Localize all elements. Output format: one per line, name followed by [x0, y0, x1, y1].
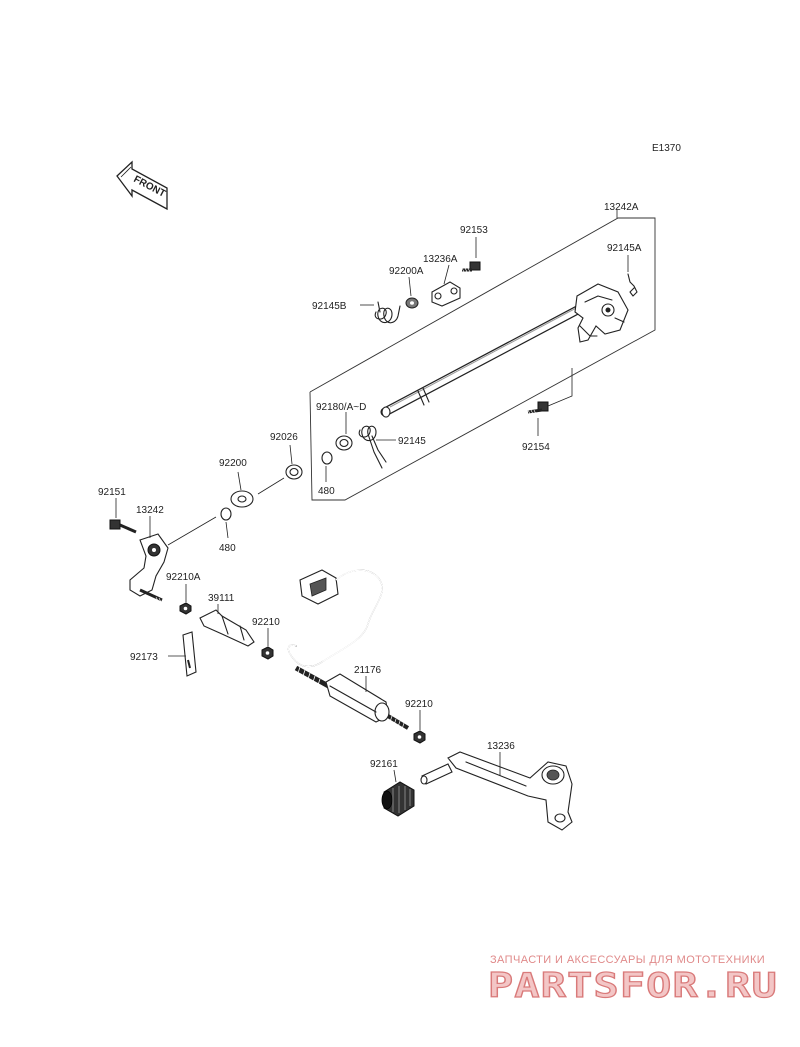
bolt-92154 [527, 401, 549, 415]
leader-92161 [393, 769, 397, 783]
label-92161: 92161 [370, 759, 398, 770]
band-92173 [182, 631, 197, 677]
label-92210A: 92210A [166, 572, 201, 583]
axis-line-lever [167, 516, 217, 546]
label-92145A: 92145A [607, 243, 642, 254]
label-92145B: 92145B [312, 301, 347, 312]
washer-92200 [230, 490, 254, 508]
label-92154: 92154 [522, 442, 550, 453]
label-92210-lower: 92210 [405, 699, 433, 710]
spring-92145 [358, 425, 387, 469]
label-13236: 13236 [487, 741, 515, 752]
washer-92026 [285, 464, 303, 480]
rubber-peg-92161 [381, 781, 415, 817]
reference-code: E1370 [652, 143, 681, 154]
leader-92200 [237, 471, 242, 491]
watermark-brand: PARTSFOR.RU [488, 966, 778, 1006]
label-92026: 92026 [270, 432, 298, 443]
leader-480-lower [225, 521, 229, 539]
shift-pedal-13236 [420, 751, 573, 831]
leader-13236A [443, 264, 450, 285]
label-92145: 92145 [398, 436, 426, 447]
washer-92200A [405, 297, 419, 309]
label-92210-upper: 92210 [252, 617, 280, 628]
rod-joint-39111 [199, 609, 255, 647]
bolt-92151 [109, 519, 137, 534]
watermark-tagline: ЗАПЧАСТИ И АКСЕССУАРЫ ДЛЯ МОТОТЕХНИКИ [490, 954, 765, 966]
leader-92154-link [547, 368, 573, 407]
collar-92180 [335, 435, 353, 451]
link-plate-13236A [431, 281, 461, 307]
label-92200A: 92200A [389, 266, 424, 277]
axis-line-washers [257, 477, 285, 495]
spring-92145A [627, 273, 638, 297]
nut-92210-lower [413, 730, 426, 744]
shift-sensor-21176 [287, 569, 410, 730]
label-13236A: 13236A [423, 254, 458, 265]
label-39111: 39111 [208, 593, 235, 604]
label-92180: 92180/A~D [316, 402, 366, 413]
spring-92145B [374, 301, 401, 324]
front-arrow-icon: FRONT [116, 160, 168, 211]
leader-92200A [408, 276, 412, 297]
nut-92210-upper [261, 646, 274, 660]
shift-shaft-13242A [380, 283, 629, 418]
circlip-480-lower [220, 507, 232, 521]
bolt-92153 [461, 261, 481, 273]
label-480-upper: 480 [318, 486, 335, 497]
assembly-outline-upper [309, 217, 656, 501]
leader-92026 [289, 444, 293, 465]
label-92200: 92200 [219, 458, 247, 469]
label-21176: 21176 [354, 665, 382, 676]
label-480-lower: 480 [219, 543, 236, 554]
nut-92210A [179, 602, 192, 615]
label-92153: 92153 [460, 225, 488, 236]
label-92173: 92173 [130, 652, 158, 663]
label-92151: 92151 [98, 487, 126, 498]
label-13242A: 13242A [604, 202, 639, 213]
label-13242: 13242 [136, 505, 164, 516]
shift-lever-13242 [129, 533, 169, 603]
circlip-480-upper [321, 451, 333, 465]
watermark: ЗАПЧАСТИ И АКСЕССУАРЫ ДЛЯ МОТОТЕХНИКИ PA… [487, 954, 778, 1007]
